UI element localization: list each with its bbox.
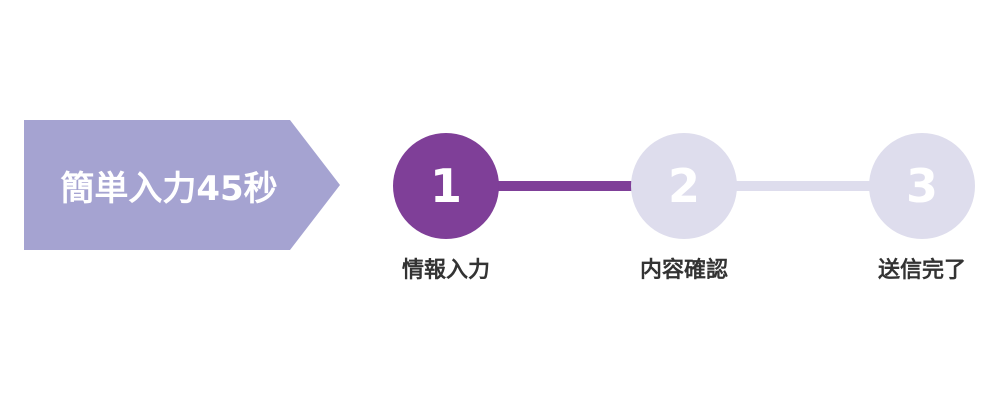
step-3-circle: 3 [869,133,975,239]
step-3-label: 送信完了 [877,258,966,283]
step-1-label: 情報入力 [401,258,490,283]
step-connector-2-3 [684,181,922,191]
step-1-circle: 1 [393,133,499,239]
badge-arrow-shape [24,120,340,250]
time-estimate-badge: 簡単入力45秒 [24,120,340,250]
step-2-label: 内容確認 [639,258,728,283]
time-estimate-label: 簡単入力45秒 [60,168,278,209]
step-connector-1-2 [446,181,684,191]
step-2-circle: 2 [631,133,737,239]
